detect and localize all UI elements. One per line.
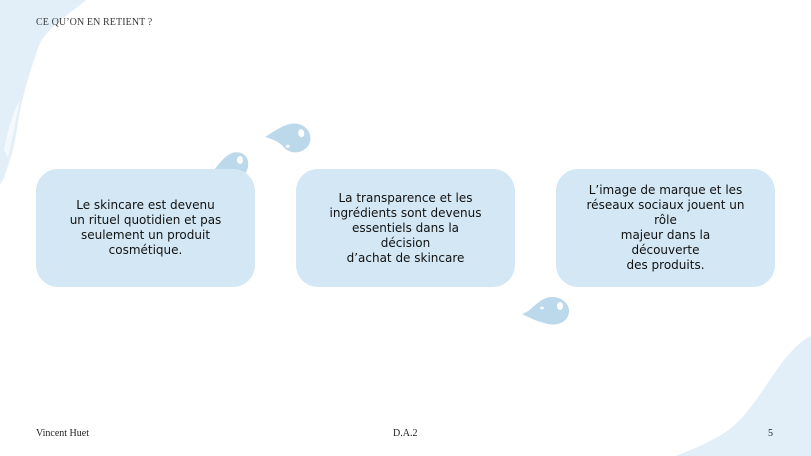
takeaway-card-text: L’image de marque et les réseaux sociaux… (586, 183, 745, 272)
takeaway-card-2: La transparence et les ingrédients sont … (296, 169, 515, 287)
footer-author: Vincent Huet (36, 428, 89, 439)
footer-label: D.A.2 (393, 428, 418, 439)
water-drop-icon (522, 296, 570, 325)
slide-title: CE QU’ON EN RETIENT ? (36, 17, 153, 28)
takeaway-card-1: Le skincare est devenu un rituel quotidi… (36, 169, 255, 287)
takeaway-card-text: La transparence et les ingrédients sont … (329, 190, 482, 265)
top-left-wave-shape (0, 0, 86, 185)
takeaway-card-text: Le skincare est devenu un rituel quotidi… (69, 198, 222, 257)
takeaway-card-3: L’image de marque et les réseaux sociaux… (556, 169, 775, 287)
water-drop-icon (265, 123, 311, 153)
bottom-right-wave-shape (676, 336, 811, 456)
page-number: 5 (768, 428, 773, 439)
top-left-wave-highlight (4, 100, 20, 158)
